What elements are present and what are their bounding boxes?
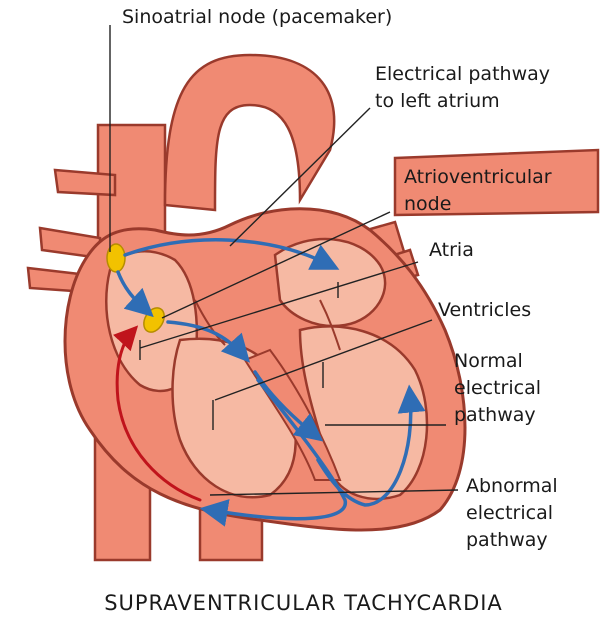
pulmonary-artery-right [393,148,600,217]
label-ventricles: Ventricles [438,297,531,324]
label-electrical-pathway-left-atrium: Electrical pathway to left atrium [375,61,550,115]
label-sinoatrial-node: Sinoatrial node (pacemaker) [122,4,392,31]
label-normal-line2: electrical [454,377,542,399]
valve-left [319,299,341,351]
label-av-node: Atrioventricular node [404,164,552,218]
arrow-right-branch [199,378,347,527]
arrow-sa-to-left-atrium [123,238,340,270]
label-abnormal-pathway: Abnormal electrical pathway [466,473,558,554]
arrow-bundle-down [253,370,324,442]
left-atrium-chamber [273,237,387,328]
aortic-arch [163,53,336,212]
label-normal-line3: pathway [454,404,536,426]
label-av-line1: Atrioventricular [404,166,552,188]
leader-atria [139,261,419,349]
pulmonary-vein-left-upper [53,168,117,197]
leader-av-node [161,211,391,319]
label-av-line2: node [404,193,452,215]
leader-abnormal [209,489,459,496]
label-ventricles-text: Ventricles [438,299,532,321]
label-normal-line1: Normal [454,350,523,372]
sinoatrial-node [106,243,126,273]
label-abnormal-line2: electrical [466,502,554,524]
label-abnormal-line3: pathway [466,529,548,551]
label-atria-text: Atria [429,239,474,261]
label-sinoatrial-text: Sinoatrial node (pacemaker) [122,6,393,28]
label-atria: Atria [429,237,474,264]
arrow-av-to-bundle [166,320,251,363]
leader-pathway-left-atrium [229,107,371,247]
arrow-sa-to-av [116,270,154,318]
label-pathway-line2: to left atrium [375,90,500,112]
label-normal-pathway: Normal electrical pathway [454,348,541,429]
abnormal-pathway-arrow [113,325,202,502]
leader-ventricles [214,319,433,401]
diagram-title: SUPRAVENTRICULAR TACHYCARDIA [104,591,503,615]
leader-lines [109,25,459,496]
normal-pathway-arrows [116,238,426,527]
label-abnormal-line1: Abnormal [466,475,558,497]
label-pathway-line1: Electrical pathway [375,63,550,85]
